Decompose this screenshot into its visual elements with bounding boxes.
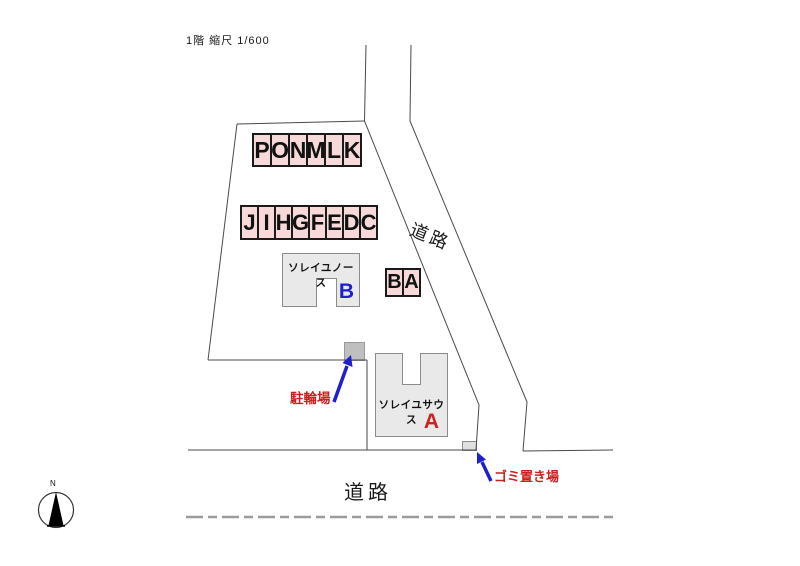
building-soleil-north: ソレイユノース B [282,253,360,307]
parking-cell-D: D [342,205,361,240]
garbage-area-label: ゴミ置き場 [494,469,560,484]
parking-cell-K: K [342,133,362,167]
parking-cell-L: L [324,133,344,167]
parking-cell-M: M [306,133,326,167]
building-north-name: ソレイユノース [288,262,354,289]
building-south-entrance-notch [402,353,421,385]
building-north-unit-label: B [338,280,354,303]
bicycle-parking-box [344,342,365,361]
road-label-right: 道路 [407,219,454,254]
garbage-arrow-icon [477,452,493,482]
building-south-unit-label: A [423,410,439,433]
bottom-road-edge-right [522,449,614,452]
building-north-entrance-notch [316,278,337,307]
site-left-edge [207,123,238,361]
building-soleil-south: ソレイユサウス A [375,353,448,437]
compass-north-label: N [50,479,56,488]
parking-cell-N: N [288,133,308,167]
road-label-bottom: 道路 [344,482,392,504]
garbage-station-box [462,441,477,451]
bicycle-arrow-icon [332,355,353,403]
parking-cell-P: P [252,133,272,167]
parking-cell-C: C [359,205,378,240]
parking-cell-O: O [270,133,290,167]
parking-cell-J: J [240,205,259,240]
parking-cell-E: E [325,205,344,240]
site-top-edge [236,120,365,125]
compass-icon [37,491,75,529]
scale-title: 1階 縮尺 1/600 [186,35,270,47]
parking-cell-A: A [402,268,421,297]
bicycle-area-label: 駐輪場 [290,391,331,406]
